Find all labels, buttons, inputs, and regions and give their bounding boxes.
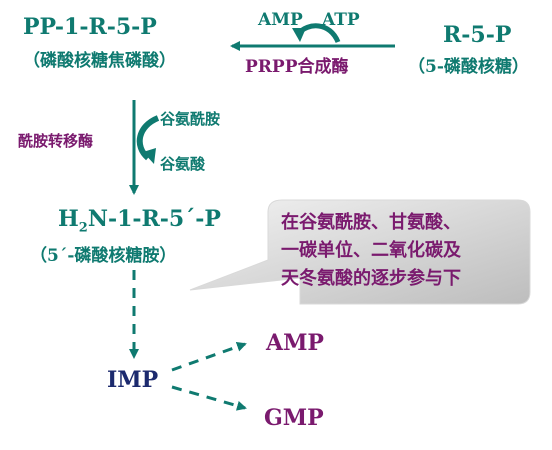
substrate-glutamine: 谷氨酰胺 (160, 110, 221, 128)
compound-prpa-name: （5´-磷酸核糖胺） (30, 246, 177, 266)
compound-prpp-name: （磷酸核糖焦磷酸） (23, 51, 176, 71)
product-glutamate: 谷氨酸 (160, 155, 206, 173)
arrow-imp-to-gmp (171, 385, 247, 411)
node-imp: IMP (107, 367, 159, 393)
callout-text: 在谷氨酰胺、甘氨酸、 一碳单位、二氧化碳及 天冬氨酸的逐步参与下 (281, 212, 461, 289)
cofactor-amp: AMP (258, 10, 303, 30)
callout-box-shape (189, 199, 531, 305)
node-amp: AMP (266, 330, 324, 356)
cofactor-atp: ATP (322, 10, 360, 30)
compound-r5p-name: （5-磷酸核糖） (408, 57, 529, 77)
compound-prpa: H2N-1-R-5´-P (58, 206, 221, 236)
arrow-imp-to-amp (171, 341, 247, 372)
glutamine-curve-arrow (136, 115, 160, 161)
enzyme-prpp-synthetase: PRPP合成酶 (245, 57, 349, 77)
enzyme-amidotransferase: 酰胺转移酶 (18, 132, 94, 150)
compound-prpp: PP-1-R-5-P (23, 14, 157, 40)
node-gmp: GMP (264, 405, 324, 431)
compound-r5p: R-5-P (443, 22, 512, 48)
